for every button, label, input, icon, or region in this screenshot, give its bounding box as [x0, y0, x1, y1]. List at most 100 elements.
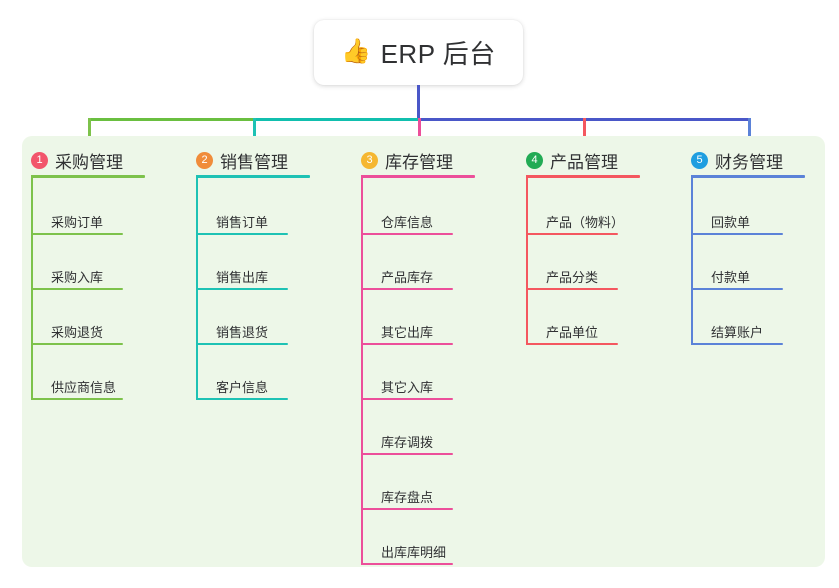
branch-item-label: 产品（物料） [546, 215, 625, 230]
branch-item-rule [196, 288, 288, 290]
branch-spine-2 [196, 175, 198, 400]
branch-column-4: 4 产品管理产品（物料） 产品分类产品单位 [526, 0, 670, 588]
branch-item[interactable]: 库存盘点 [361, 474, 453, 510]
branch-title-3: 库存管理 [385, 152, 453, 172]
branch-item-label: 采购订单 [51, 215, 104, 230]
branch-item-rule [361, 453, 453, 455]
branch-item[interactable]: 产品库存 [361, 254, 453, 290]
bus-segment-2 [253, 118, 421, 121]
branch-item-rule [526, 343, 618, 345]
branch-column-1: 1 采购管理采购订单采购入库采购退货供应商信息 [31, 0, 175, 588]
branch-item[interactable]: 采购退货 [31, 309, 123, 345]
branch-header-2[interactable]: 2 销售管理 [196, 147, 288, 173]
branch-item[interactable]: 销售订单 [196, 199, 288, 235]
branch-item-label: 采购退货 [51, 325, 104, 340]
branch-header-rule-3 [361, 175, 475, 178]
branch-item[interactable]: 产品（物料） [526, 199, 624, 235]
branch-item-rule [31, 398, 123, 400]
root-stem-line [417, 85, 420, 121]
branch-item[interactable]: 采购订单 [31, 199, 123, 235]
branch-item-rule [31, 288, 123, 290]
branch-item-label: 付款单 [711, 270, 751, 285]
branch-item-label: 产品库存 [381, 270, 434, 285]
branch-column-2: 2 销售管理销售订单销售出库销售退货客户信息 [196, 0, 340, 588]
root-node-title: 👍 ERP 后台 [341, 34, 496, 71]
branch-item-label: 出库库明细 [381, 545, 447, 560]
branch-header-4[interactable]: 4 产品管理 [526, 147, 618, 173]
branch-item-label: 客户信息 [216, 380, 269, 395]
branch-item-rule [526, 233, 618, 235]
branch-item-rule [196, 398, 288, 400]
branch-spine-5 [691, 175, 693, 345]
branch-item-label: 采购入库 [51, 270, 104, 285]
branch-item-label: 产品单位 [546, 325, 599, 340]
branch-item-label: 销售退货 [216, 325, 269, 340]
branch-item-rule [361, 343, 453, 345]
branch-number-badge-3: 3 [361, 151, 378, 169]
branch-item-label: 结算账户 [711, 325, 764, 340]
branch-item[interactable]: 仓库信息 [361, 199, 453, 235]
branch-title-2: 销售管理 [220, 152, 288, 172]
branch-title-1: 采购管理 [55, 152, 123, 172]
branch-number-badge-2: 2 [196, 151, 213, 169]
branch-item-rule [361, 233, 453, 235]
branch-item[interactable]: 出库库明细 [361, 529, 453, 565]
branch-header-3[interactable]: 3 库存管理 [361, 147, 453, 173]
branch-item-rule [361, 398, 453, 400]
branch-item-label: 产品分类 [546, 270, 599, 285]
branch-item-rule [691, 288, 783, 290]
branch-item-label: 库存盘点 [381, 490, 434, 505]
branch-title-5: 财务管理 [715, 152, 783, 172]
branch-header-1[interactable]: 1 采购管理 [31, 147, 123, 173]
branch-header-5[interactable]: 5 财务管理 [691, 147, 783, 173]
branch-item[interactable]: 销售出库 [196, 254, 288, 290]
branch-item-rule [361, 288, 453, 290]
branch-item-rule [196, 233, 288, 235]
branch-item[interactable]: 库存调拨 [361, 419, 453, 455]
branch-item-label: 回款单 [711, 215, 751, 230]
branch-item-label: 销售订单 [216, 215, 269, 230]
branch-item-rule [691, 343, 783, 345]
branch-item-rule [196, 343, 288, 345]
branch-item-label: 销售出库 [216, 270, 269, 285]
branch-item[interactable]: 供应商信息 [31, 364, 123, 400]
bus-segment-1 [88, 118, 256, 121]
branch-item-rule [31, 343, 123, 345]
root-node-label: ERP 后台 [380, 39, 496, 69]
branch-item[interactable]: 其它入库 [361, 364, 453, 400]
branch-number-badge-1: 1 [31, 151, 48, 169]
branch-item[interactable]: 产品单位 [526, 309, 618, 345]
branch-number-badge-5: 5 [691, 151, 708, 169]
branch-title-4: 产品管理 [550, 152, 618, 172]
branch-item-rule [361, 563, 453, 565]
branch-header-rule-1 [31, 175, 145, 178]
branch-item-rule [361, 508, 453, 510]
branch-item[interactable]: 其它出库 [361, 309, 453, 345]
branch-item-rule [691, 233, 783, 235]
branch-spine-4 [526, 175, 528, 345]
branch-item-rule [526, 288, 618, 290]
branch-item[interactable]: 客户信息 [196, 364, 288, 400]
branch-item-label: 仓库信息 [381, 215, 434, 230]
branch-item[interactable]: 付款单 [691, 254, 783, 290]
branch-spine-3 [361, 175, 363, 565]
branch-item-label: 其它出库 [381, 325, 434, 340]
branch-number-badge-4: 4 [526, 151, 543, 169]
branch-item-label: 库存调拨 [381, 435, 434, 450]
thumbs-up-icon: 👍 [341, 37, 372, 65]
branch-item[interactable]: 采购入库 [31, 254, 123, 290]
branch-item[interactable]: 产品分类 [526, 254, 618, 290]
branch-item-label: 其它入库 [381, 380, 434, 395]
branch-item-label: 供应商信息 [51, 380, 117, 395]
branch-item[interactable]: 回款单 [691, 199, 783, 235]
branch-item-rule [31, 233, 123, 235]
root-node-card[interactable]: 👍 ERP 后台 [314, 20, 523, 85]
branch-column-3: 3 库存管理仓库信息产品库存其它出库其它入库库存调拨库存盘点出库库明细 [361, 0, 505, 588]
branch-header-rule-5 [691, 175, 805, 178]
branch-spine-1 [31, 175, 33, 400]
branch-header-rule-2 [196, 175, 310, 178]
branch-item[interactable]: 结算账户 [691, 309, 783, 345]
branch-column-5: 5 财务管理回款单付款单结算账户 [691, 0, 835, 588]
branch-item[interactable]: 销售退货 [196, 309, 288, 345]
